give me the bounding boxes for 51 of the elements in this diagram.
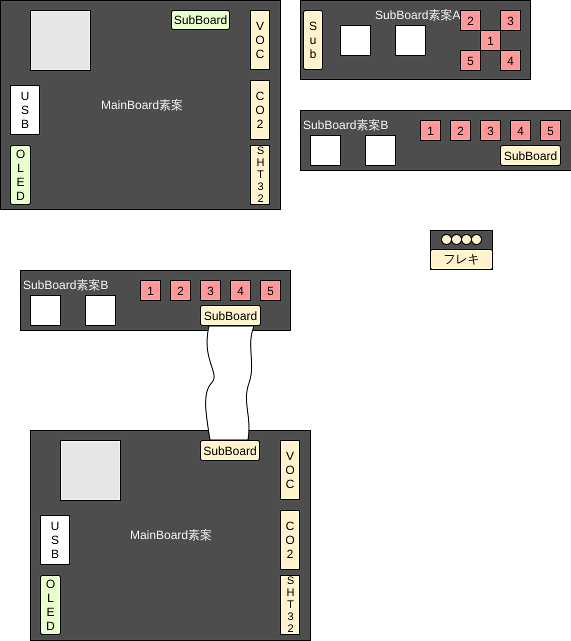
key-pad: 2	[460, 10, 481, 31]
sensor-module: VOC	[280, 440, 300, 500]
sensor-module: CO2	[250, 80, 270, 140]
key-pad: 1	[480, 30, 501, 51]
sensor-module: SHT32	[250, 145, 270, 205]
key-pad: 4	[510, 120, 531, 141]
socket-square	[310, 135, 341, 166]
circuit-board	[20, 270, 291, 331]
board-title: SubBoard素案B	[303, 118, 388, 132]
key-pad: 2	[170, 280, 191, 301]
flex-cable-block	[430, 230, 493, 270]
key-pad: 5	[540, 120, 561, 141]
circuit-board	[30, 430, 311, 641]
socket-square	[340, 25, 371, 56]
usb-port: USB	[10, 85, 40, 135]
sensor-module: Sub	[303, 10, 323, 70]
circuit-board	[300, 0, 531, 80]
board-title: MainBoard素案	[101, 98, 184, 112]
socket-square	[395, 25, 426, 56]
board-title: MainBoard素案	[130, 528, 212, 542]
display-module: OLED	[40, 575, 61, 635]
sensor-module: CO2	[280, 510, 300, 570]
flex-label: フレキ	[430, 249, 493, 270]
socket-square	[30, 295, 61, 326]
connector-block: SubBoard	[171, 10, 230, 30]
display-module: OLED	[10, 145, 31, 205]
socket-square	[365, 135, 396, 166]
chip-square	[60, 440, 121, 501]
key-pad: 4	[500, 50, 521, 71]
circuit-board	[300, 110, 571, 171]
chip-square	[30, 10, 91, 71]
connector-block: SubBoard	[500, 145, 561, 166]
usb-port: USB	[40, 515, 70, 565]
circuit-board	[0, 0, 281, 210]
connector-block: SubBoard	[200, 305, 261, 326]
board-title: SubBoard素案A	[375, 8, 460, 22]
key-pad: 4	[230, 280, 251, 301]
key-pad: 3	[480, 120, 501, 141]
key-pad: 2	[450, 120, 471, 141]
key-pad: 3	[200, 280, 221, 301]
key-pad: 3	[500, 10, 521, 31]
flex-cable	[205, 326, 254, 440]
sensor-module: SHT32	[280, 575, 300, 635]
connector-block: SubBoard	[200, 440, 260, 461]
key-pad: 1	[140, 280, 161, 301]
key-pad: 5	[460, 50, 481, 71]
key-pad: 1	[420, 120, 441, 141]
board-title: SubBoard素案B	[23, 278, 108, 292]
key-pad: 5	[260, 280, 281, 301]
socket-square	[85, 295, 116, 326]
sensor-module: VOC	[250, 10, 270, 70]
